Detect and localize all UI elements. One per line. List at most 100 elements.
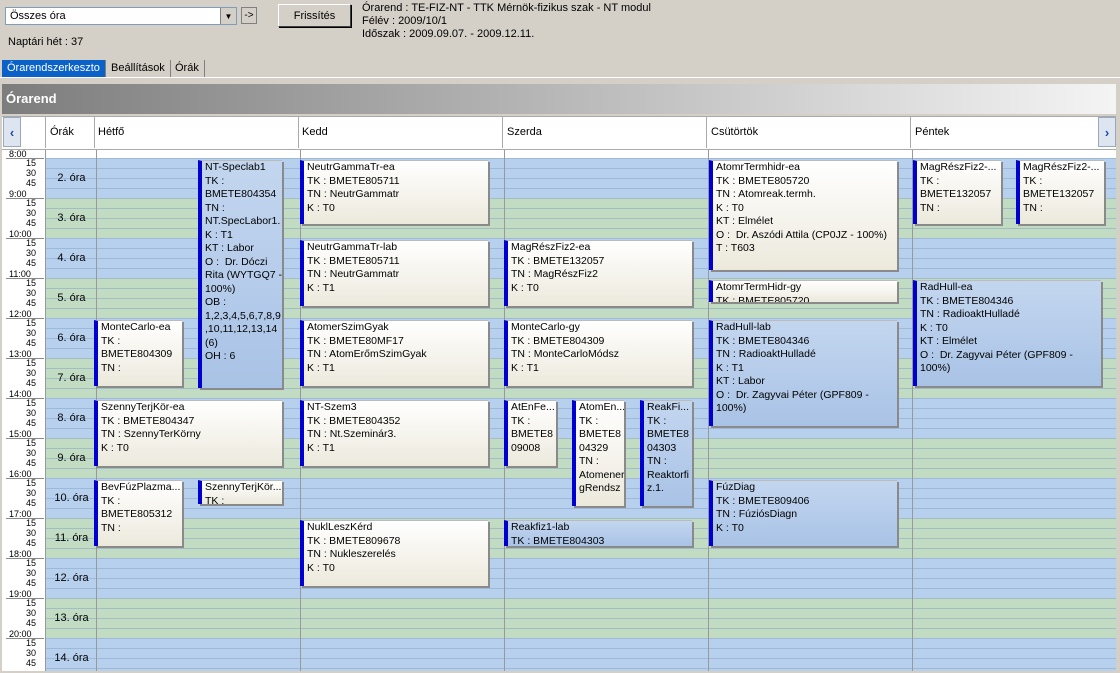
quarter-label: 30 <box>26 248 37 258</box>
event-text: ReakFi... TK : BMETE8 04303 TN : Reaktor… <box>647 401 690 494</box>
next-week-button[interactable]: › <box>1098 117 1116 147</box>
class-event[interactable]: FúzDiag TK : BMETE809406 TN : FúziósDiag… <box>709 480 897 546</box>
event-text: NeutrGammaTr-lab TK : BMETE805711 TN : N… <box>307 241 400 294</box>
period-label: 7. óra <box>57 372 86 384</box>
class-event[interactable]: NeutrGammaTr-lab TK : BMETE805711 TN : N… <box>300 240 488 306</box>
tab-hours[interactable]: Órák <box>170 60 205 77</box>
chevron-right-icon: › <box>1104 124 1110 140</box>
event-text: MonteCarlo-gy TK : BMETE804309 TN : Mont… <box>511 321 619 374</box>
class-event[interactable]: MonteCarlo-gy TK : BMETE804309 TN : Mont… <box>504 320 692 386</box>
hour-tick <box>6 358 44 359</box>
combo-value: Összes óra <box>10 10 66 22</box>
hour-label: 15:00 <box>9 429 32 439</box>
hour-tick <box>6 318 44 319</box>
class-event[interactable]: MonteCarlo-ea TK : BMETE804309 TN : <box>94 320 182 386</box>
event-text: SzennyTerjKör-ea TK : BMETE804347 TN : S… <box>101 401 201 454</box>
quarter-line <box>45 558 1116 559</box>
class-event[interactable]: BevFúzPlazma... TK : BMETE805312 TN : <box>94 480 182 546</box>
class-event[interactable]: AtEnFe... TK : BMETE8 09008 <box>504 400 556 466</box>
quarter-label: 30 <box>26 368 37 378</box>
header-friday: Péntek <box>915 126 950 138</box>
hour-label: 20:00 <box>9 629 32 639</box>
hour-label: 8:00 <box>9 150 27 159</box>
quarter-line <box>45 508 1116 509</box>
class-event[interactable]: RadHull-lab TK : BMETE804346 TN : Radioa… <box>709 320 897 426</box>
chevron-down-icon[interactable]: ▼ <box>220 8 236 24</box>
hour-tick <box>6 238 44 239</box>
day-divider <box>912 150 913 671</box>
event-text: SzennyTerjKör... TK : <box>205 481 282 504</box>
quarter-label: 30 <box>26 528 37 538</box>
quarter-label: 30 <box>26 648 37 658</box>
hour-label: 12:00 <box>9 309 32 319</box>
period-label: 6. óra <box>57 332 86 344</box>
quarter-label: 30 <box>26 488 37 498</box>
header-tuesday: Kedd <box>302 126 328 138</box>
class-event[interactable]: MagRészFiz2-ea TK : BMETE132057 TN : Mag… <box>504 240 692 306</box>
class-event[interactable]: Reakfiz1-lab TK : BMETE804303 <box>504 520 692 546</box>
class-event[interactable]: AtomrTermHidr-gy TK : BMETE805720 <box>709 280 897 302</box>
info-schedule: Órarend : TE-FIZ-NT - TTK Mérnök-fizikus… <box>362 2 651 14</box>
quarter-label: 15 <box>26 278 37 288</box>
class-event[interactable]: NT-Szem3 TK : BMETE804352 TN : Nt.Szemin… <box>300 400 488 466</box>
header-divider <box>94 117 95 148</box>
title-bar: Órarend <box>2 84 1116 114</box>
class-event[interactable]: AtomerSzimGyak TK : BMETE80MF17 TN : Ato… <box>300 320 488 386</box>
period-label: 2. óra <box>57 172 86 184</box>
hour-label: 11:00 <box>9 269 31 279</box>
period-label: 13. óra <box>54 612 89 624</box>
period-label: 5. óra <box>57 292 86 304</box>
class-event[interactable]: NuklLeszKérd TK : BMETE809678 TN : Nukle… <box>300 520 488 586</box>
prev-week-button[interactable]: ‹ <box>3 117 21 147</box>
quarter-line <box>45 658 1116 659</box>
event-text: NeutrGammaTr-ea TK : BMETE805711 TN : Ne… <box>307 161 400 214</box>
event-text: MonteCarlo-ea TK : BMETE804309 TN : <box>101 321 173 374</box>
class-event[interactable]: MagRészFiz2-... TK : BMETE132057 TN : <box>1016 160 1104 224</box>
quarter-line <box>45 608 1116 609</box>
go-button[interactable]: -> <box>241 7 257 24</box>
quarter-label: 15 <box>26 638 37 648</box>
class-event[interactable]: SzennyTerjKör-ea TK : BMETE804347 TN : S… <box>94 400 282 466</box>
class-event[interactable]: AtomrTermhidr-ea TK : BMETE805720 TN : A… <box>709 160 897 270</box>
quarter-line <box>45 398 1116 399</box>
event-text: RadHull-lab TK : BMETE804346 TN : Radioa… <box>716 321 869 414</box>
event-text: BevFúzPlazma... TK : BMETE805312 TN : <box>101 481 181 534</box>
class-event[interactable]: NeutrGammaTr-ea TK : BMETE805711 TN : Ne… <box>300 160 488 224</box>
period-label: 11. óra <box>54 532 89 544</box>
tab-settings[interactable]: Beállítások <box>106 60 171 77</box>
hour-tick <box>6 638 44 639</box>
class-event[interactable]: ReakFi... TK : BMETE8 04303 TN : Reaktor… <box>640 400 692 506</box>
quarter-label: 15 <box>26 358 37 368</box>
tab-schedule-editor[interactable]: Órarendszerkeszto <box>2 60 106 77</box>
quarter-line <box>45 218 1116 219</box>
quarter-line <box>45 668 1116 669</box>
class-event[interactable]: NT-Speclab1 TK : BMETE804354 TN : NT.Spe… <box>198 160 282 388</box>
header-monday: Hétfő <box>98 126 125 138</box>
class-event[interactable]: RadHull-ea TK : BMETE804346 TN : Radioak… <box>913 280 1101 386</box>
quarter-label: 45 <box>26 418 37 428</box>
quarter-label: 45 <box>26 258 37 268</box>
hour-tick <box>6 598 44 599</box>
quarter-label: 15 <box>26 518 37 528</box>
tab-divider <box>0 77 1120 78</box>
schedule-filter-combo[interactable]: Összes óra ▼ <box>5 7 237 25</box>
quarter-label: 45 <box>26 298 37 308</box>
header-divider <box>45 117 46 148</box>
quarter-label: 45 <box>26 498 37 508</box>
quarter-line <box>45 598 1116 599</box>
day-divider <box>708 150 709 671</box>
hour-tick <box>6 278 44 279</box>
class-event[interactable]: AtomEn... TK : BMETE8 04329 TN : Atomene… <box>572 400 624 506</box>
class-event[interactable]: SzennyTerjKör... TK : <box>198 480 282 504</box>
quarter-line <box>45 618 1116 619</box>
quarter-label: 30 <box>26 448 37 458</box>
event-text: MagRészFiz2-... TK : BMETE132057 TN : <box>920 161 997 214</box>
quarter-label: 45 <box>26 178 37 188</box>
quarter-label: 45 <box>26 218 37 228</box>
column-header <box>2 116 1116 150</box>
refresh-button[interactable]: Frissítés <box>278 4 351 27</box>
quarter-label: 15 <box>26 558 37 568</box>
period-label: 14. óra <box>54 652 89 664</box>
class-event[interactable]: MagRészFiz2-... TK : BMETE132057 TN : <box>913 160 1001 224</box>
